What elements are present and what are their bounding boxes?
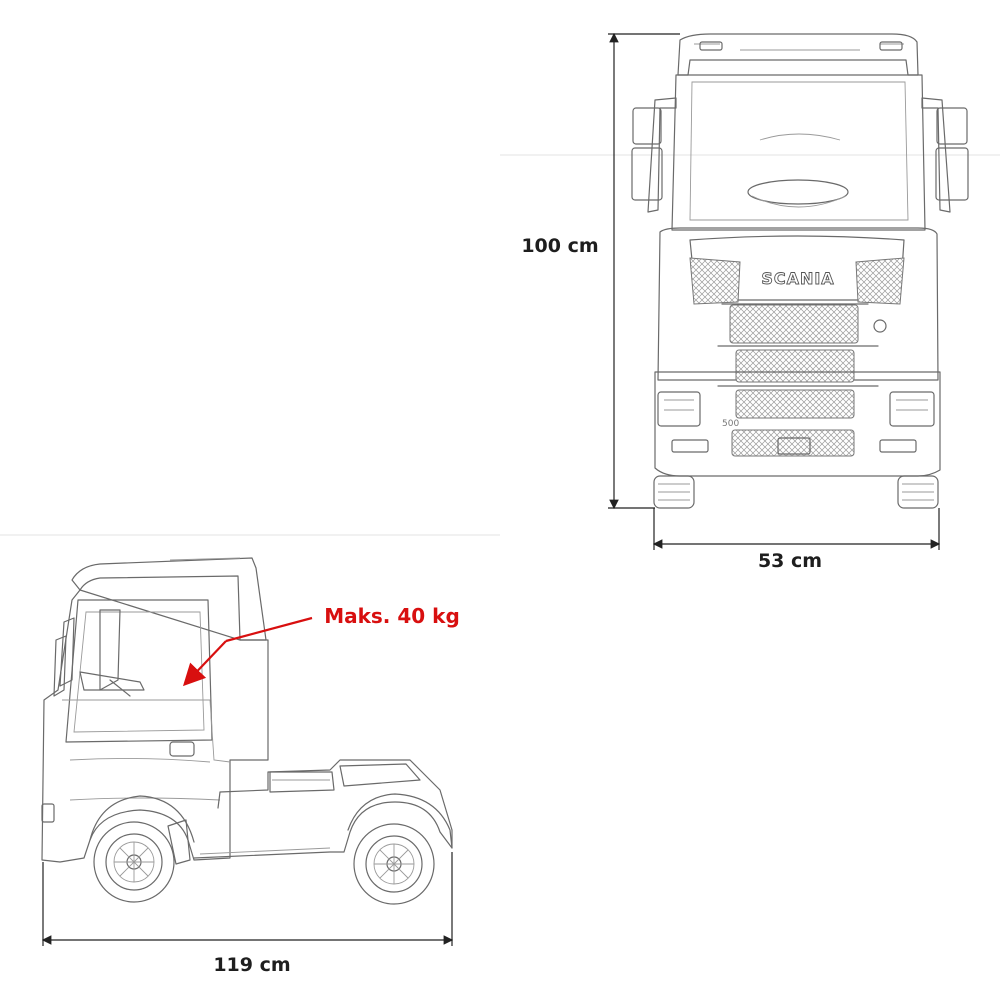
load-capacity-label: Maks. 40 kg	[324, 604, 460, 628]
load-arrow	[225, 616, 313, 643]
brand-badge: SCANIA	[761, 269, 834, 288]
right-mirror	[921, 97, 969, 213]
rear-wheel	[353, 823, 435, 905]
height-dimension	[608, 32, 680, 510]
length-label: 119 cm	[213, 954, 290, 976]
left-mirror	[631, 97, 677, 213]
load-arrow-tail	[182, 640, 227, 687]
svg-text:500: 500	[722, 419, 739, 429]
length-dimension	[41, 852, 454, 946]
height-label: 100 cm	[521, 235, 598, 257]
front-view-truck: SCANIA 500	[631, 33, 969, 509]
width-label: 53 cm	[758, 550, 822, 572]
front-wheel	[93, 821, 175, 903]
side-view-truck	[41, 557, 453, 905]
width-dimension	[652, 508, 941, 550]
